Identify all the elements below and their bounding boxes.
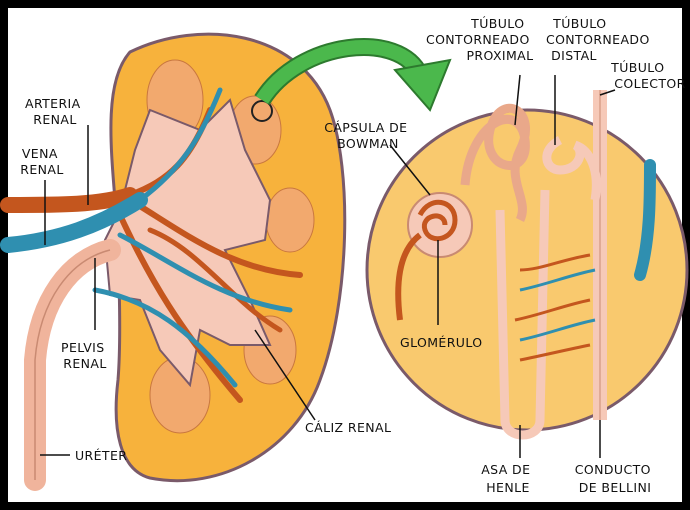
label-pelvis-renal: PELVIS RENAL <box>61 340 109 371</box>
label-ureter: URÉTER <box>75 448 127 463</box>
label-caliz-renal: CÁLIZ RENAL <box>305 420 391 435</box>
label-vena-renal: VENA RENAL <box>20 146 63 177</box>
label-capsula-bowman: CÁPSULA DE BOWMAN <box>324 120 412 151</box>
label-arteria-renal: ARTERIA RENAL <box>25 96 85 127</box>
label-glomerulo: GLOMÉRULO <box>400 335 483 350</box>
